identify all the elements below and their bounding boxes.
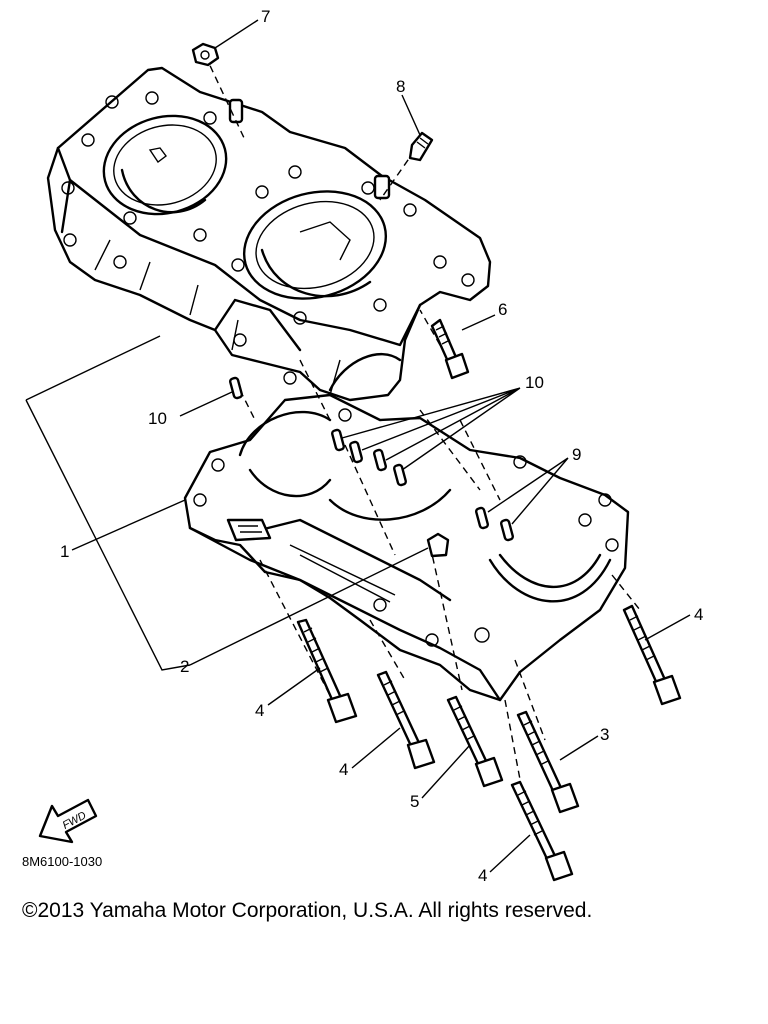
fwd-arrow-icon: FWD: [38, 798, 98, 844]
callout-7: 7: [261, 7, 270, 26]
callout-numbers: 7 8 6 10 10 9 1 2 4 4 4 5 3 4: [60, 7, 703, 885]
callout-9: 9: [572, 445, 581, 464]
diagram-code: 8M6100-1030: [22, 854, 102, 869]
callout-10-right: 10: [525, 373, 544, 392]
stud-8: [408, 131, 434, 162]
plug-2: [426, 532, 450, 558]
callout-5: 5: [410, 792, 419, 811]
dowel-pins: [229, 376, 514, 542]
callout-4-middle: 4: [339, 760, 348, 779]
callout-1: 1: [60, 542, 69, 561]
callout-2: 2: [180, 657, 189, 676]
callout-6: 6: [498, 300, 507, 319]
copyright-notice: ©2013 Yamaha Motor Corporation, U.S.A. A…: [22, 899, 593, 922]
callout-4-left: 4: [255, 701, 264, 720]
bolt-6: [430, 318, 470, 380]
callout-3: 3: [600, 725, 609, 744]
lower-crankcase: [183, 393, 630, 702]
upper-crankcase: [46, 66, 492, 402]
callout-4-right: 4: [694, 605, 703, 624]
leader-lines: [25, 19, 691, 873]
callout-10-left: 10: [148, 409, 167, 428]
bolts: [296, 604, 682, 882]
callout-4-bottom: 4: [478, 866, 487, 885]
crankcase-exploded-diagram: 7 8 6 10 10 9 1 2 4 4 4 5 3 4 FWD 8M6100…: [22, 7, 703, 885]
nut-7: [191, 42, 220, 67]
callout-8: 8: [396, 77, 405, 96]
